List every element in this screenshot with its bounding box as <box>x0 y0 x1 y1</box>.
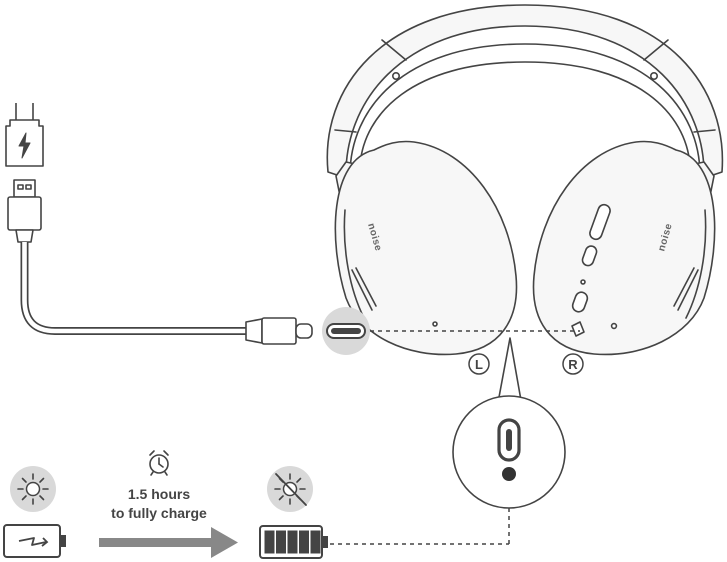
battery-bar <box>265 531 274 553</box>
battery-level-bars <box>265 531 320 553</box>
right-indicator-dot <box>581 280 585 284</box>
right-side-badge: R <box>563 354 583 374</box>
charging-cable-core <box>25 242 249 331</box>
battery-full-icon <box>260 526 328 558</box>
wall-charger-icon <box>6 103 43 166</box>
charge-time-line1: 1.5 hours <box>128 486 190 502</box>
left-mic-hole <box>433 322 437 326</box>
headphones-illustration <box>327 5 722 354</box>
battery-bar <box>277 531 286 553</box>
left-side-badge: L <box>469 354 489 374</box>
usb-c-port-icon <box>322 307 370 355</box>
charge-time-line2: to fully charge <box>111 505 207 521</box>
right-side-label: R <box>568 357 578 372</box>
progress-arrow-icon <box>99 527 238 558</box>
battery-charging-icon <box>4 525 66 557</box>
indicator-light-off-icon <box>267 466 313 512</box>
battery-bar <box>300 531 309 553</box>
led-indicator-dot <box>502 467 516 481</box>
headband-screw-left <box>393 73 399 79</box>
left-side-label: L <box>475 357 483 372</box>
right-mic-hole <box>612 324 617 329</box>
indicator-light-on-icon <box>10 466 56 512</box>
battery-bar <box>311 531 320 553</box>
usb-a-plug-icon <box>8 180 41 242</box>
battery-bar <box>288 531 297 553</box>
alarm-clock-icon <box>150 451 168 475</box>
charging-cable <box>25 242 249 331</box>
headband-screw-right <box>651 73 657 79</box>
usb-c-plug-icon <box>246 318 312 344</box>
